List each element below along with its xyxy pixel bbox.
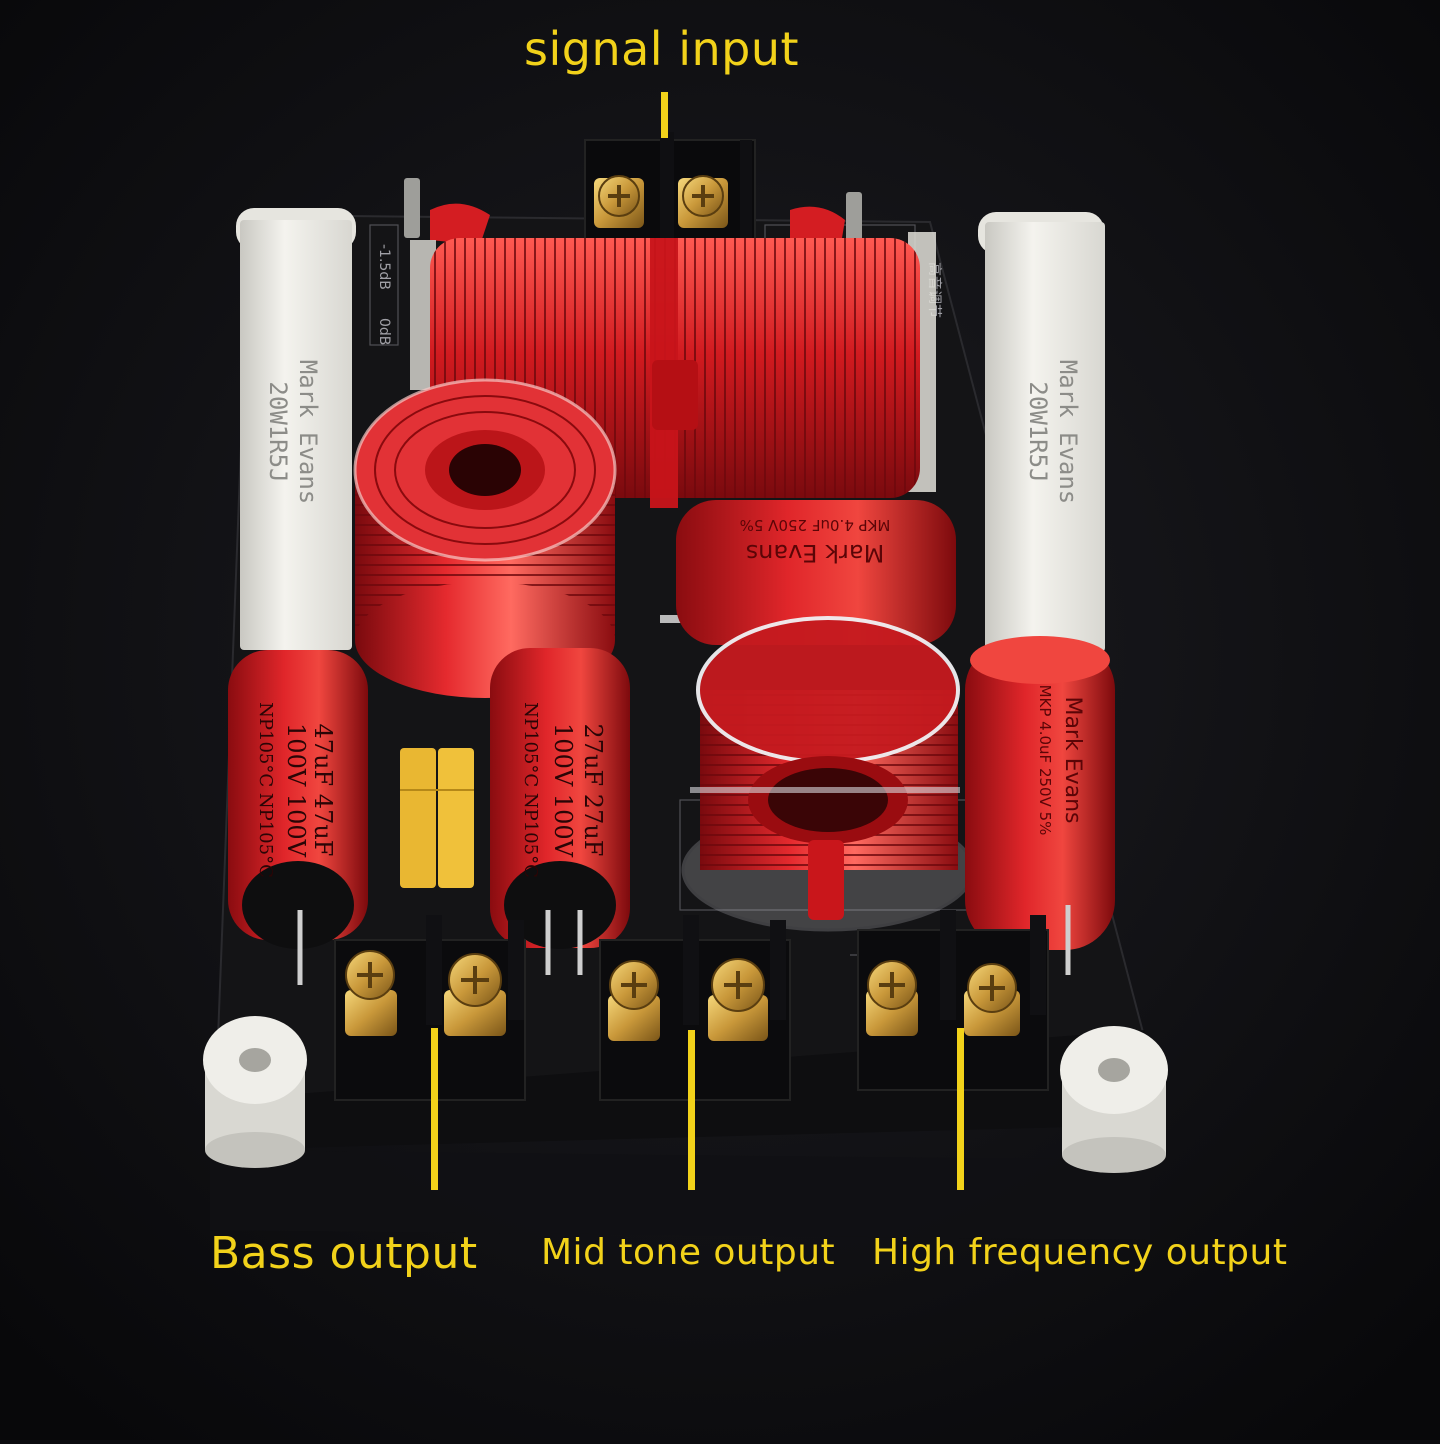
arrow-bass-line — [431, 1028, 438, 1190]
standoff-front-left — [203, 1016, 307, 1168]
board-reflection — [210, 1150, 1150, 1240]
svg-text:NP105°C NP105°C: NP105°C NP105°C — [520, 702, 541, 878]
svg-text:MKP 4.0uF 250V 5%: MKP 4.0uF 250V 5% — [740, 516, 891, 534]
film-capacitor-top: Mark Evans MKP 4.0uF 250V 5% — [660, 500, 956, 645]
round-inductor-right — [681, 616, 975, 932]
bass-screw-right — [444, 953, 506, 1036]
signal-input-label: signal input — [524, 22, 800, 76]
high-terminal-block — [857, 910, 1049, 1091]
electrolytic-capacitor-left: 47uF 47uF 100V 100V NP105°C NP105°C — [228, 650, 368, 985]
arrow-mid-line — [688, 1030, 695, 1190]
input-screw-right — [678, 175, 728, 228]
svg-text:NP105°C NP105°C: NP105°C NP105°C — [255, 702, 276, 878]
pcb-mark-minus15db: -1.5dB — [376, 244, 392, 290]
standoff-front-right — [1060, 1026, 1168, 1173]
high-output-label: High frequency output — [872, 1232, 1288, 1273]
svg-text:Mark Evans: Mark Evans — [746, 539, 885, 567]
electrolytic-capacitor-mid: 27uF 27uF 100V 100V NP105°C NP105°C — [490, 648, 630, 975]
svg-text:100V 100V: 100V 100V — [282, 723, 310, 858]
high-screw-right — [964, 963, 1020, 1036]
mid-terminal-block — [599, 915, 791, 1101]
resistor-left: Mark Evans 20W1R5J — [236, 208, 356, 650]
bass-terminal-block — [334, 915, 526, 1101]
svg-text:47uF 47uF: 47uF 47uF — [309, 724, 337, 857]
svg-text:Mark Evans: Mark Evans — [1054, 360, 1082, 505]
svg-text:Mark Evans: Mark Evans — [294, 360, 322, 505]
svg-text:Mark Evans: Mark Evans — [1060, 696, 1085, 823]
resistor-right: Mark Evans 20W1R5J — [978, 212, 1105, 652]
pcb-mark-0db: 0dB — [376, 318, 392, 345]
arrow-input-line — [661, 92, 668, 138]
pin-right — [846, 192, 862, 247]
bass-screw-left — [345, 950, 397, 1036]
film-capacitor-right: Mark Evans MKP 4.0uF 250V 5% — [965, 636, 1115, 975]
bass-output-label: Bass output — [210, 1228, 478, 1279]
svg-text:100V 100V: 100V 100V — [549, 723, 577, 858]
mid-screw-right — [708, 958, 768, 1041]
mid-output-label: Mid tone output — [541, 1232, 836, 1273]
input-screw-left — [594, 175, 644, 228]
arrow-high-line — [957, 1028, 964, 1190]
svg-text:MKP 4.0uF 250V 5%: MKP 4.0uF 250V 5% — [1036, 685, 1054, 836]
svg-text:27uF 27uF: 27uF 27uF — [579, 724, 607, 857]
svg-text:20W1R5J: 20W1R5J — [1024, 381, 1052, 482]
pin-left — [404, 178, 420, 238]
high-screw-left — [866, 960, 918, 1036]
mid-screw-left — [608, 960, 660, 1041]
yellow-capacitors — [400, 748, 474, 888]
switch-cap-left — [430, 203, 490, 245]
svg-text:20W1R5J: 20W1R5J — [264, 381, 292, 482]
input-terminal-block — [584, 132, 756, 242]
